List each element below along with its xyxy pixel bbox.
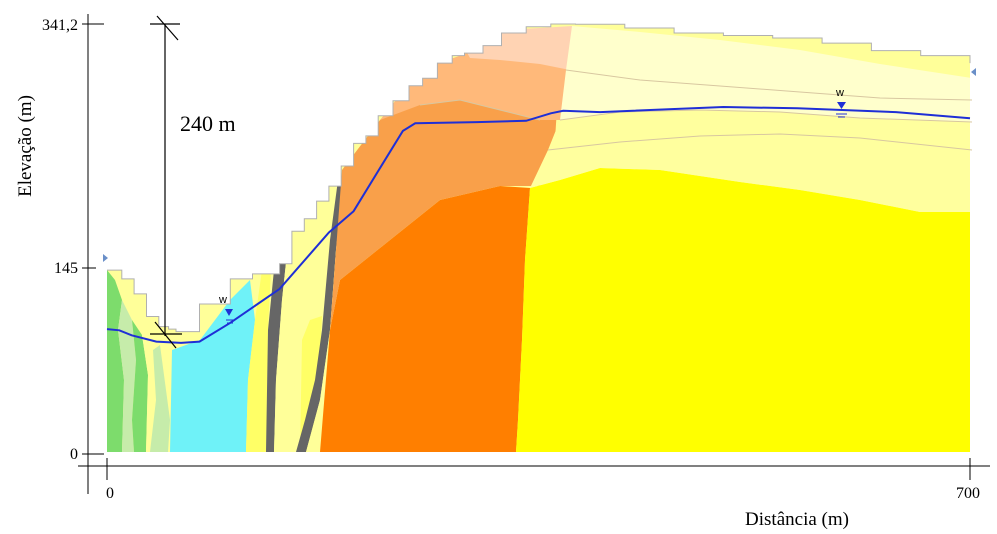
y-axis (82, 14, 104, 494)
dimension-top-slash (156, 15, 179, 41)
water-marker-right-triangle-icon (837, 102, 846, 109)
contact-line-4 (419, 99, 541, 121)
x-tick-label-0: 0 (106, 485, 114, 502)
unit-dark-gray-2 (296, 176, 344, 452)
ground-surface-line (107, 23, 971, 333)
unit-orange-dark (320, 186, 530, 452)
water-marker-left: w (218, 294, 234, 324)
unit-yellow-ivory (560, 26, 970, 122)
contact-line-3 (547, 133, 973, 151)
y-tick-label-145: 145 (54, 260, 78, 277)
unit-green-pale-2 (150, 345, 170, 452)
unit-dark-gray-1 (266, 222, 290, 452)
y-tick-label-341: 341,2 (42, 17, 78, 34)
unit-orange-mid (330, 60, 560, 330)
contact-line-2 (565, 69, 973, 101)
contact-lines (419, 69, 973, 151)
unit-yellow-cream (530, 110, 970, 212)
unit-green-light-1 (107, 270, 124, 452)
contact-line-1 (559, 109, 973, 123)
water-marker-right-label: w (835, 87, 844, 99)
left-boundary-marker-icon (103, 254, 108, 262)
unit-yellow-strong (516, 168, 970, 452)
unit-yellow-mid-1 (246, 250, 272, 452)
dimension-bottom-slash (154, 321, 177, 349)
geologic-units (107, 24, 970, 452)
right-boundary-marker-icon (971, 68, 976, 76)
unit-cyan (170, 280, 255, 452)
water-marker-right: w (835, 87, 847, 118)
water-marker-left-triangle-icon (225, 309, 233, 316)
unit-green-light-2 (132, 320, 148, 452)
x-axis (78, 458, 990, 480)
unit-green-pale-1 (118, 300, 136, 452)
x-axis-title: Distância (m) (745, 509, 849, 530)
dimension-label: 240 m (180, 111, 236, 136)
water-table-line (106, 105, 971, 344)
x-tick-label-700: 700 (956, 485, 980, 502)
height-dimension (150, 15, 182, 349)
water-marker-left-label: w (218, 294, 227, 306)
y-axis-title: Elevação (m) (15, 95, 36, 197)
y-tick-label-0: 0 (70, 446, 78, 463)
